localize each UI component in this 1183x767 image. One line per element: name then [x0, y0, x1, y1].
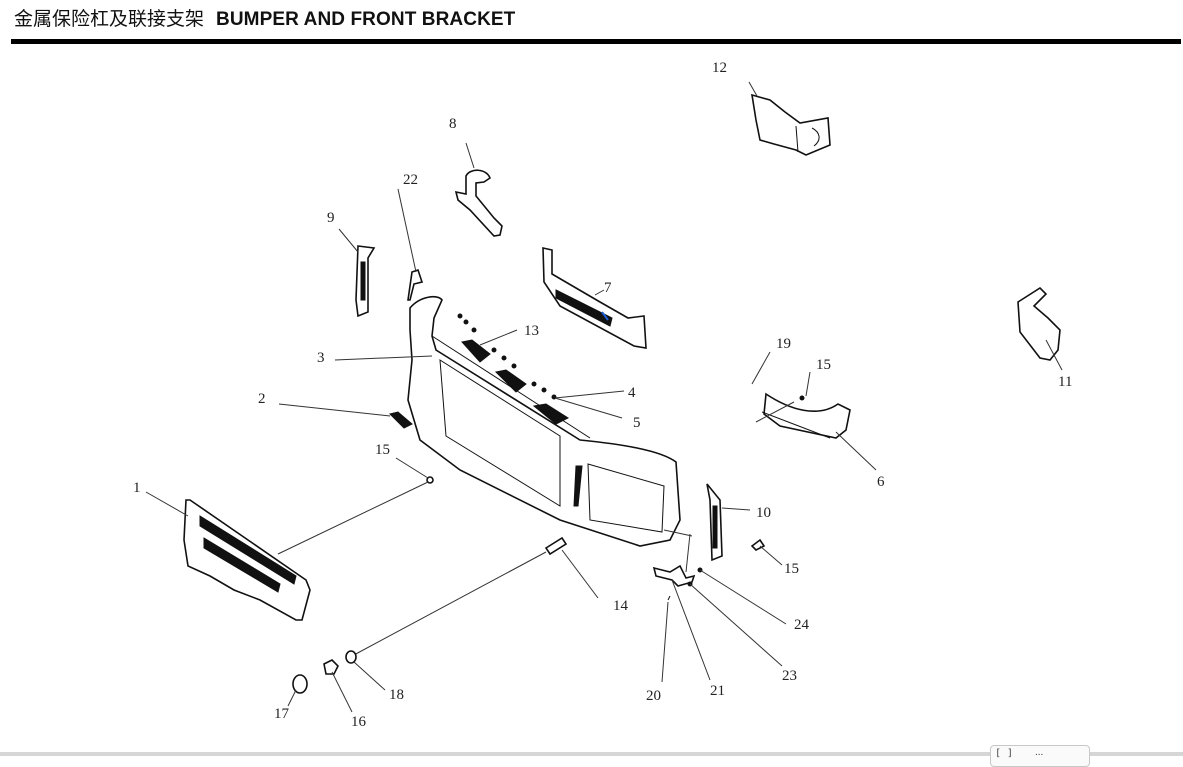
part-22-hook — [397, 188, 424, 301]
title-divider — [11, 39, 1181, 44]
callout-13: 13 — [524, 323, 539, 339]
part-10-side-support — [706, 483, 751, 562]
callout-23: 23 — [782, 668, 797, 684]
callout-15-right-upper: 15 — [816, 357, 831, 373]
title-english: BUMPER AND FRONT BRACKET — [216, 9, 516, 30]
part-2-vent-insert — [278, 403, 413, 429]
part-6-corner-bumper — [751, 351, 877, 471]
part-21-hinge-bracket — [652, 529, 711, 681]
callout-17: 17 — [274, 706, 290, 722]
callout-16: 16 — [351, 714, 367, 730]
part-17-cap — [287, 674, 308, 707]
part-13-vent-inserts — [461, 329, 570, 425]
callout-9: 9 — [327, 210, 335, 226]
callout-5: 5 — [633, 415, 641, 431]
callout-24: 24 — [794, 617, 810, 633]
part-9-side-support — [338, 228, 376, 318]
callout-1: 1 — [133, 480, 141, 496]
part-7-upper-trim-bar — [542, 246, 647, 349]
title-chinese: 金属保险杠及联接支架 — [14, 8, 205, 30]
callout-3: 3 — [317, 350, 325, 366]
callout-12: 12 — [712, 60, 727, 76]
part-16-nut — [323, 659, 353, 713]
callout-19: 19 — [776, 336, 791, 352]
callout-15-right-lower: 15 — [784, 561, 799, 577]
part-23-nut — [687, 581, 783, 667]
callout-14: 14 — [613, 598, 629, 614]
callout-15-left: 15 — [375, 442, 390, 458]
callout-4: 4 — [628, 385, 636, 401]
callout-2: 2 — [258, 391, 266, 407]
part-20-pin — [661, 595, 671, 683]
callout-21: 21 — [710, 683, 725, 699]
bottom-scrollbar[interactable] — [0, 752, 1183, 756]
part-15-clip-left — [395, 457, 434, 484]
part-18-washer — [345, 650, 386, 691]
part-12-bracket — [748, 81, 831, 156]
callout-8: 8 — [449, 116, 457, 132]
part-24-washer — [697, 567, 787, 625]
fullscreen-button[interactable]: [ ] ... — [990, 745, 1090, 767]
callout-7: 7 — [604, 280, 612, 296]
part-8-mounting-bracket — [454, 142, 503, 237]
callout-18: 18 — [389, 687, 404, 703]
part-15-clip-right — [750, 538, 783, 566]
fullscreen-icon: [ ] — [995, 748, 1014, 759]
part-11-side-bracket — [1017, 286, 1063, 371]
callout-10: 10 — [756, 505, 771, 521]
callout-20: 20 — [646, 688, 661, 704]
part-14-bolt — [351, 536, 599, 657]
page-title: 金属保险杠及联接支架 BUMPER AND FRONT BRACKET — [14, 4, 515, 30]
part-1-grille-panel — [145, 481, 429, 621]
callout-22: 22 — [403, 172, 418, 188]
callout-11: 11 — [1058, 374, 1072, 390]
rivet-row — [457, 313, 557, 400]
callout-6: 6 — [877, 474, 885, 490]
part-3-front-bumper — [334, 295, 681, 547]
fullscreen-button-label: ... — [1035, 747, 1044, 758]
